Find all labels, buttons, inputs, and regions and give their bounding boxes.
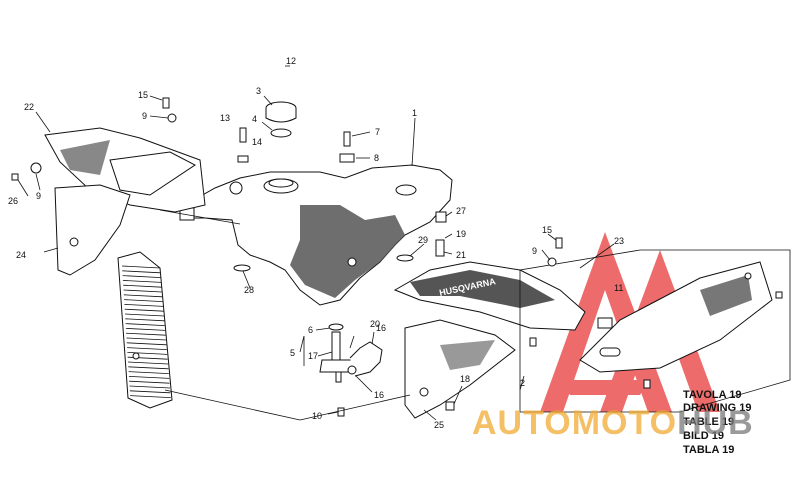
radiator-fin [123,284,162,288]
callout-16a: 16 [376,323,386,333]
table-label-en: DRAWING 19 [683,402,752,414]
callout-29: 29 [418,235,428,245]
callout-14: 14 [252,137,262,147]
callout-11: 11 [614,283,623,293]
radiator-fin [128,371,169,374]
callout-28: 28 [244,285,254,295]
right-side-panel [404,319,516,419]
radiator-fin [121,265,161,269]
table-label-fr: TABLE 19 [683,416,735,428]
callout-24: 24 [16,250,26,260]
callout-15a: 15 [138,90,148,100]
table-label-es: TABLA 19 [683,444,735,456]
leader-lines [17,65,615,421]
radiator [117,251,173,409]
callout-9a: 9 [142,111,147,121]
right-shroud: HUSQVARNA [393,261,586,331]
callout-4: 4 [252,114,257,124]
callout-16b: 16 [374,390,384,400]
callout-5: 5 [290,348,295,358]
fuel-tank [179,164,453,306]
radiator-fin [125,318,165,322]
radiator-fin [124,299,163,302]
callout-17: 17 [308,351,318,361]
radiator-fin [124,313,165,317]
callout-8: 8 [374,153,379,163]
callout-3: 3 [256,86,261,96]
callout-26: 26 [8,196,18,206]
callout-15b: 15 [542,225,552,235]
callout-23: 23 [614,236,624,246]
callout-18: 18 [460,374,470,384]
radiator-fin [124,304,164,307]
left-side-panel [54,184,131,276]
radiator-fin [130,395,171,398]
radiator-fin [125,323,165,326]
radiator-fin [128,366,169,370]
breather-hose [216,64,290,89]
watermark-part2: HUB [677,404,754,442]
left-shroud [44,127,206,213]
radiator-fin [127,347,167,350]
radiator-fin [122,270,161,274]
radiator-fin [123,289,163,293]
radiator-fin [125,328,166,331]
radiator-fin [127,361,169,365]
fasteners [11,97,783,417]
watermark-text: AUTOMOTOHUB [472,404,754,443]
callout-22: 22 [24,102,34,112]
inset-detail [519,249,791,413]
callout-27: 27 [456,206,466,216]
radiator-fin [122,275,161,278]
radiator-fin [126,337,167,341]
radiator-fin [129,380,170,384]
radiator-fin [127,352,168,355]
fuel-petcock [319,323,383,383]
callout-2: 2 [520,378,525,388]
radiator-fin [129,385,171,389]
fuel-cap [265,101,297,138]
callout-9c: 9 [532,246,537,256]
radiator-fin [123,294,163,298]
callout-10: 10 [312,411,322,421]
watermark-part1: AUTOMOTO [472,404,678,442]
table-label-de: BILD 19 [683,430,724,442]
radiator-fin [126,342,167,346]
callout-20: 20 [370,319,380,329]
callout-1: 1 [412,108,417,118]
callout-19: 19 [456,229,466,239]
callout-12: 12 [286,56,296,66]
radiator-fin [122,280,162,283]
callout-9b: 9 [36,191,41,201]
radiator-fin [128,376,170,379]
callout-6: 6 [308,325,313,335]
radiator-fin [126,332,166,336]
callout-21: 21 [456,250,466,260]
radiator-fin [129,390,171,394]
callout-25: 25 [434,420,444,430]
callout-labels: 1 2 3 4 5 6 7 8 9 9 9 10 11 12 13 14 15 … [8,56,624,430]
callout-7: 7 [375,127,380,137]
table-label-it: TAVOLA 19 [683,389,742,401]
radiator-fin [124,308,164,312]
callout-13: 13 [220,113,230,123]
